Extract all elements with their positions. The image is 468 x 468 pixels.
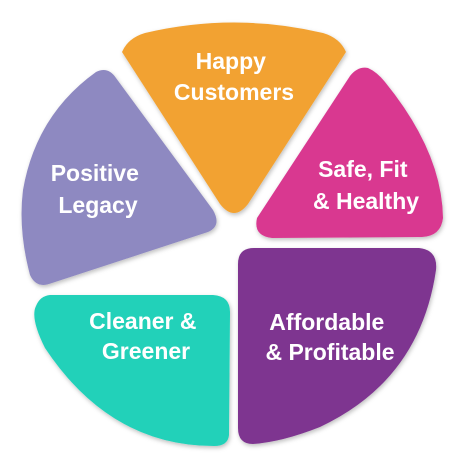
segment-label: Happy Customers xyxy=(174,48,294,105)
segment-shape xyxy=(256,67,443,239)
segment-label: Affordable & Profitable xyxy=(265,309,394,365)
segment-cleaner-greener: Cleaner & Greener xyxy=(34,295,231,446)
segment-label: Cleaner & Greener xyxy=(89,308,203,364)
segment-happy-customers: Happy Customers xyxy=(122,22,346,213)
segment-shape xyxy=(122,22,346,213)
segment-shape xyxy=(34,295,231,446)
segment-shape xyxy=(238,248,437,444)
segment-label: Positive Legacy xyxy=(51,160,146,218)
segment-positive-legacy: Positive Legacy xyxy=(21,70,217,285)
segment-label: Safe, Fit & Healthy xyxy=(313,156,419,214)
segment-safe-fit-healthy: Safe, Fit & Healthy xyxy=(256,67,443,239)
segment-shape xyxy=(21,70,217,285)
segment-affordable-profitable: Affordable & Profitable xyxy=(238,248,437,444)
